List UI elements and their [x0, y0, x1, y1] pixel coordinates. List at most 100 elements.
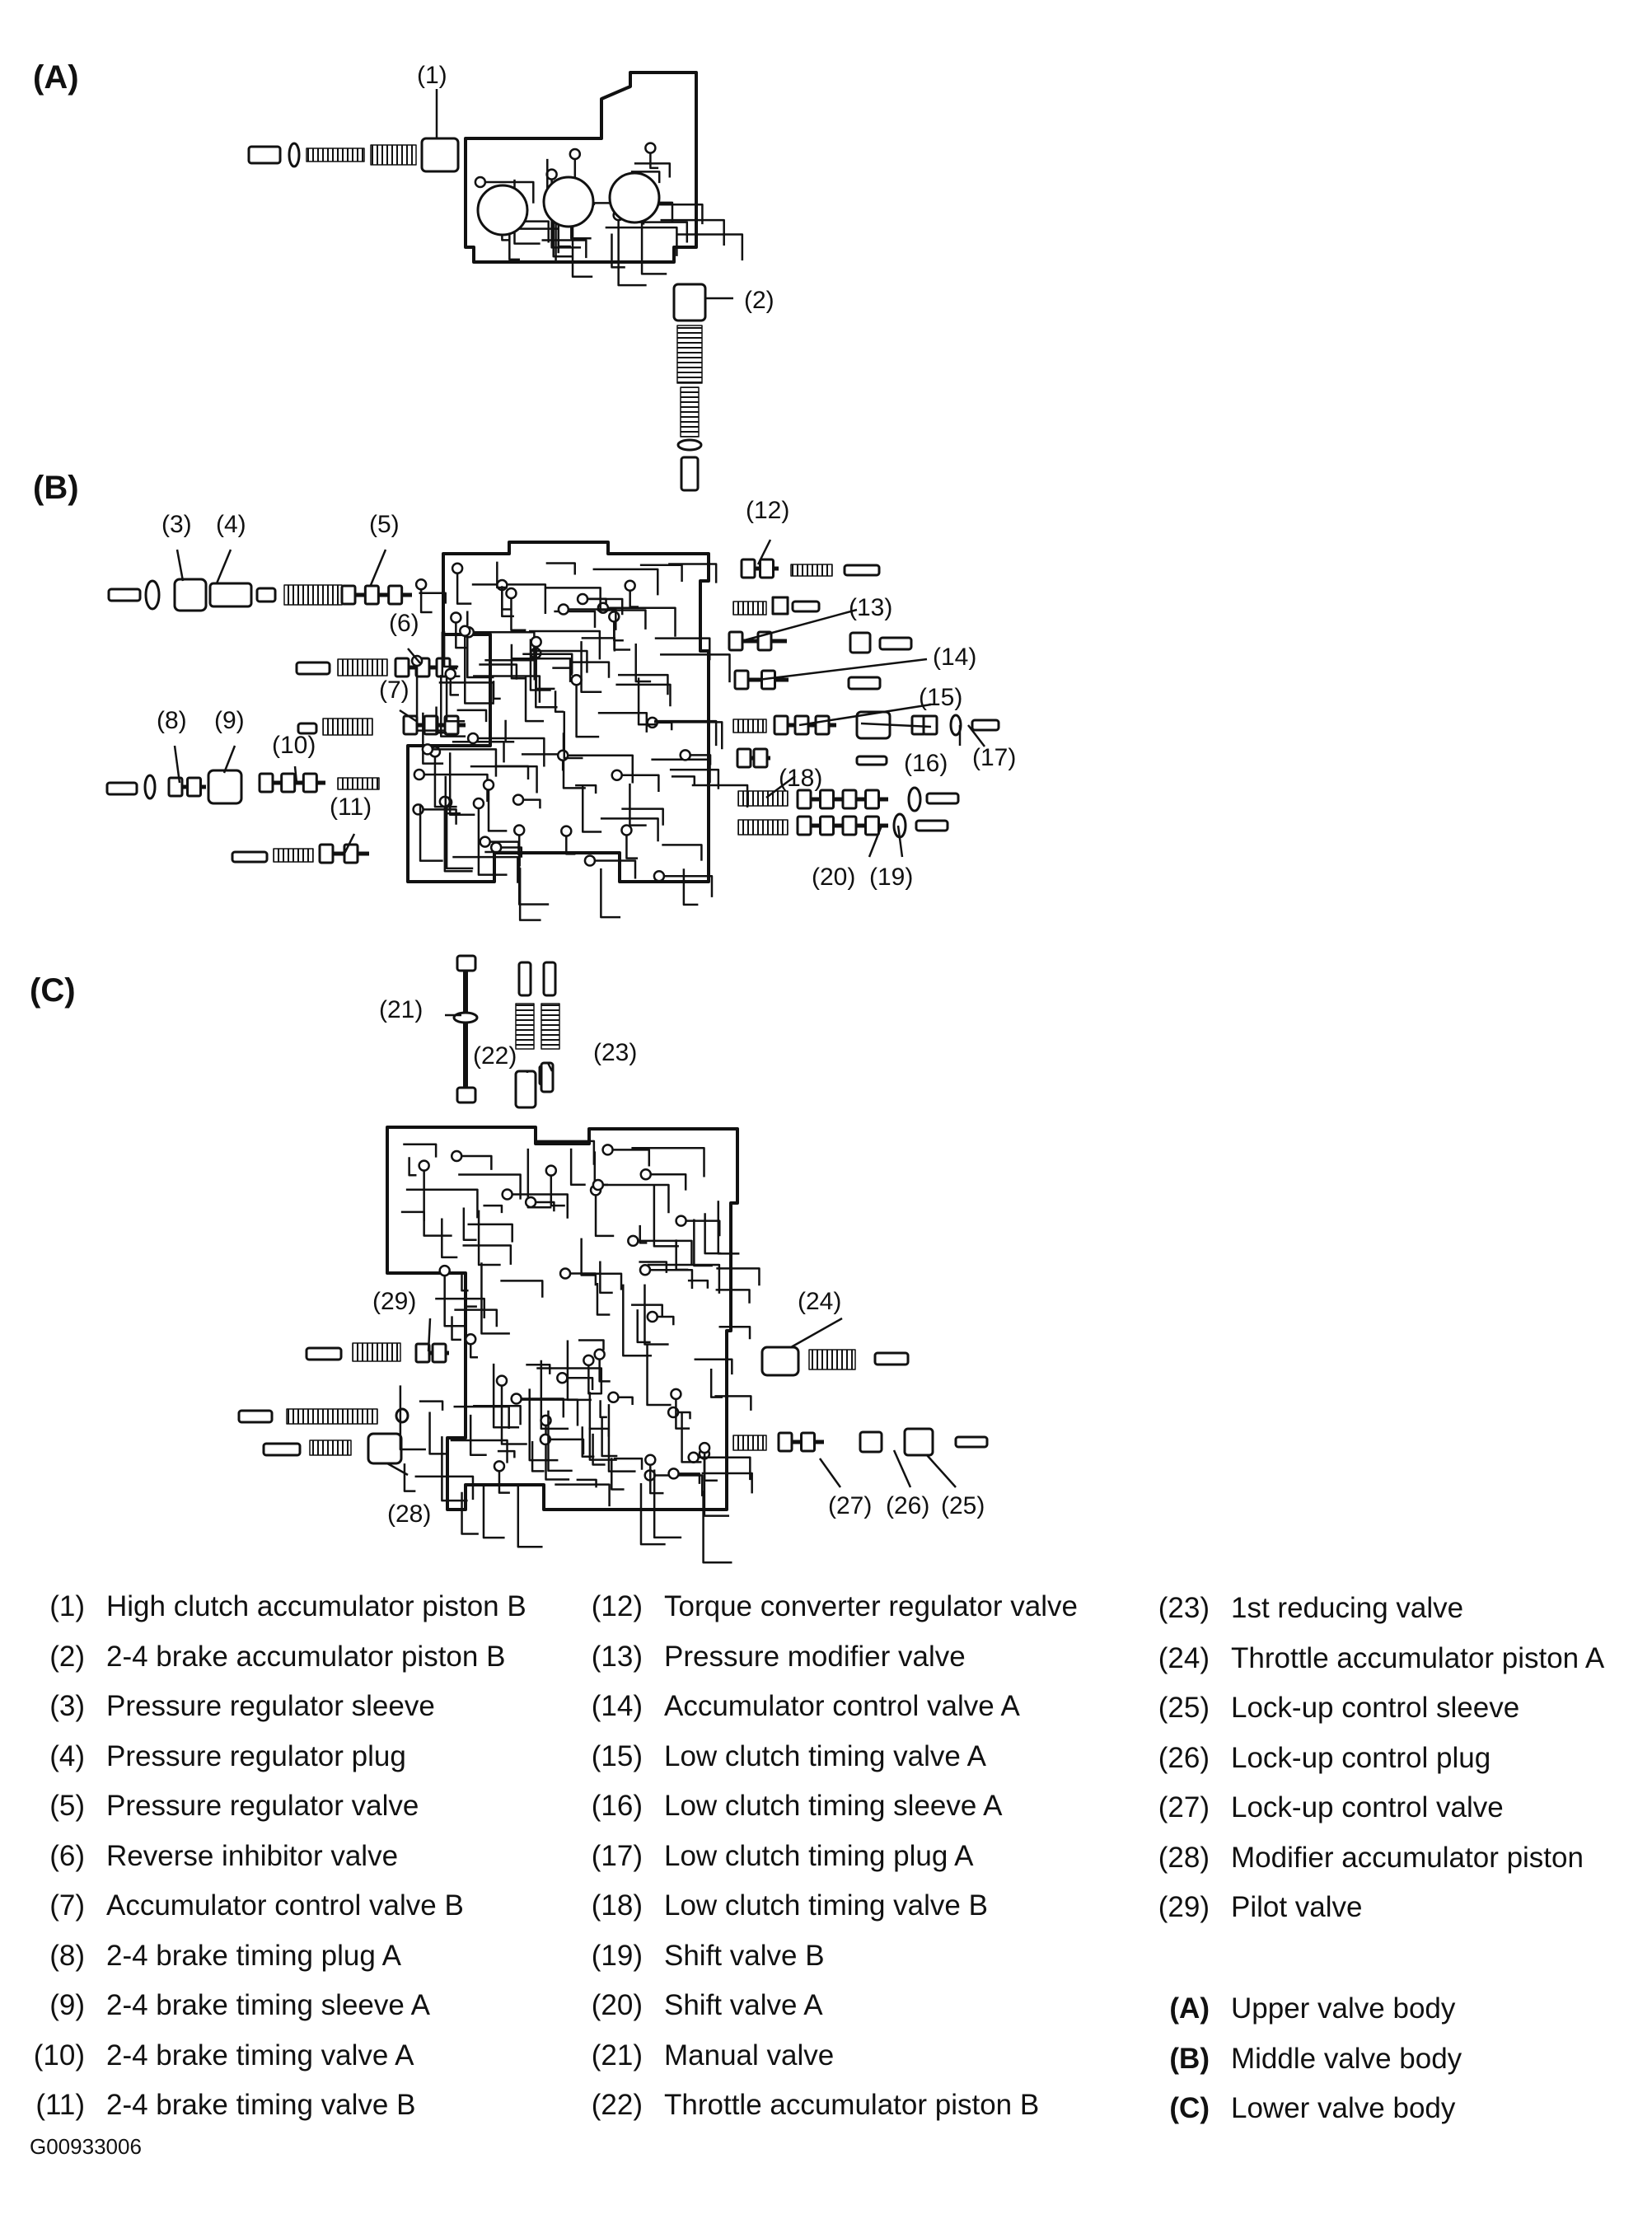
passage-line [596, 1282, 611, 1316]
passage-line [510, 644, 526, 680]
port-hole [414, 578, 428, 591]
passage-line [616, 774, 660, 793]
spool-land [759, 558, 775, 579]
ring-part [676, 438, 703, 452]
passage-line [504, 719, 515, 743]
passage-line [419, 803, 443, 862]
passage-line [461, 1274, 469, 1292]
passage-line [613, 1396, 634, 1406]
passage-line [536, 1367, 603, 1394]
spring-part [370, 144, 417, 166]
rod-part [540, 1061, 555, 1093]
passage-line [545, 562, 576, 575]
passage-line [529, 639, 551, 691]
rod-part [954, 1435, 989, 1449]
port-hole [592, 1178, 605, 1191]
passage-line [454, 1308, 498, 1327]
passage-line [607, 1149, 651, 1167]
rod-part [971, 719, 1000, 732]
passage-line [563, 711, 583, 760]
passage-line [615, 683, 672, 707]
spring-part [732, 1435, 767, 1451]
port-hole [570, 673, 583, 686]
legend-number: (22) [591, 2089, 643, 2121]
spool-land [796, 815, 812, 836]
legend-number: (28) [1158, 1841, 1210, 1874]
passage-line [500, 1280, 544, 1298]
passage-line [613, 616, 624, 642]
passage-line [445, 802, 474, 870]
spring-part [676, 325, 703, 384]
port-hole [451, 562, 464, 574]
passage-line [654, 637, 711, 661]
passage-line [545, 587, 601, 611]
spool-land [819, 789, 835, 810]
legend-text: Modifier accumulator piston [1231, 1841, 1584, 1874]
passage-line [435, 706, 447, 734]
port-hole [624, 579, 636, 592]
ring-part [144, 579, 161, 611]
passage-line [448, 752, 475, 817]
rod-part [237, 1409, 274, 1424]
section-label-b: (B) [33, 470, 79, 506]
port-hole [583, 1354, 595, 1367]
passage-line [718, 1325, 751, 1340]
passage-line [473, 737, 545, 767]
spool-land [740, 558, 756, 579]
legend-text: Lower valve body [1231, 2092, 1456, 2124]
spool-land [864, 815, 880, 836]
rod-part [262, 1442, 302, 1457]
passage-line [629, 585, 639, 608]
legend-text: Lock-up control valve [1231, 1791, 1504, 1823]
spring-part [309, 1440, 352, 1456]
port-hole [639, 1264, 652, 1276]
passage-line [714, 1395, 752, 1411]
passage-line [673, 1472, 701, 1484]
leader-line [741, 608, 858, 643]
passage-line [399, 1385, 426, 1451]
legend-text: Lock-up control sleeve [1231, 1692, 1520, 1724]
rod-part [542, 961, 557, 997]
passage-line [649, 1459, 664, 1495]
callout-label: (3) [161, 511, 192, 538]
passage-line [631, 1147, 705, 1177]
passage-line [408, 1157, 417, 1177]
port-hole [607, 1391, 620, 1404]
port-hole [556, 1372, 569, 1384]
legend-number: (3) [49, 1690, 85, 1722]
passage-line [462, 1244, 512, 1265]
spool-land [387, 584, 404, 606]
passage-line [540, 1360, 569, 1430]
piston-1 [420, 137, 460, 173]
passage-line [482, 1485, 505, 1539]
passage-line [687, 1279, 709, 1289]
passage-line [496, 561, 508, 589]
passage-line [552, 208, 573, 258]
rod-part [878, 636, 913, 651]
legend-text: 2-4 brake timing valve A [106, 2039, 414, 2072]
callout-label: (17) [972, 744, 1017, 771]
passage-line [662, 844, 703, 861]
spring-part [352, 1342, 401, 1362]
passage-line [492, 1363, 520, 1429]
rod-part [680, 456, 700, 492]
passage-line [456, 709, 488, 723]
spring-part [680, 386, 700, 438]
ring-part [907, 786, 922, 812]
passage-line [480, 180, 535, 204]
spool-land [796, 789, 812, 810]
passage-line [518, 798, 541, 809]
passage-line [618, 673, 669, 695]
leader-line [343, 833, 356, 854]
passage-line [445, 676, 466, 723]
passage-line [465, 1279, 477, 1308]
passage-line [639, 1482, 666, 1546]
sleeve-9 [207, 769, 243, 805]
passage-line [592, 1433, 606, 1466]
passage-line [621, 808, 664, 826]
passage-line [644, 1269, 694, 1290]
passage-line [531, 1440, 545, 1472]
leader-line [175, 549, 185, 582]
passage-line [531, 1201, 555, 1212]
